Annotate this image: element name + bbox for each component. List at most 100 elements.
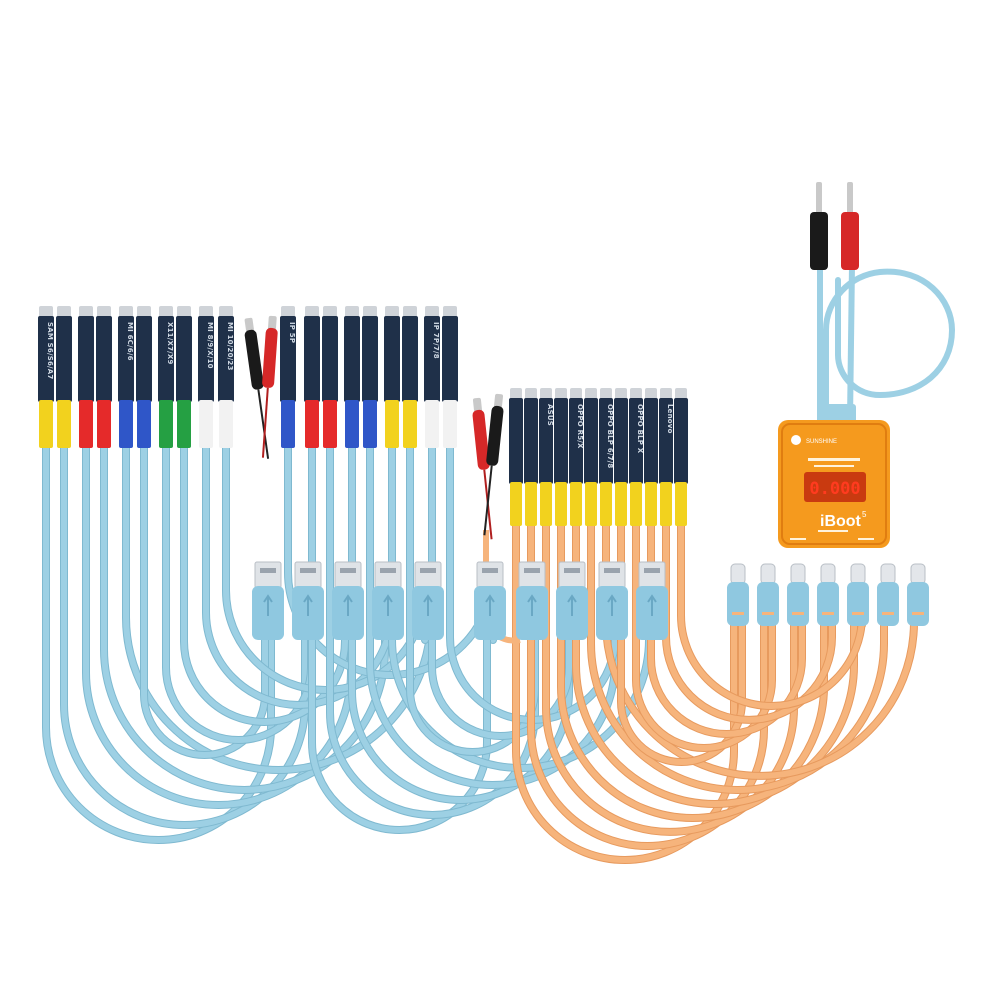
box-display — [804, 472, 866, 502]
blue-cable — [203, 445, 394, 708]
usb-a-plug — [294, 561, 322, 589]
orange-cable — [618, 522, 745, 765]
flex-label: MI 6C/6/6 — [126, 322, 134, 361]
usb-a-connector — [596, 561, 628, 640]
sleeve-white — [425, 400, 439, 448]
clip-jaw — [268, 315, 277, 331]
sleeve-white — [199, 400, 213, 448]
usb-a-slot — [340, 568, 356, 573]
usb-c-connector — [757, 563, 779, 626]
usb-c-connector — [847, 563, 869, 626]
flex-tip — [443, 306, 457, 318]
flex-tip — [675, 388, 687, 400]
flex-board — [584, 398, 598, 484]
flex-tip — [57, 306, 71, 318]
alligator-clip-black — [483, 393, 504, 536]
usb-a-connector — [556, 561, 588, 640]
flex-tip — [660, 388, 672, 400]
flex-tip — [281, 306, 295, 318]
flex-label: OPPO BLP 6/7/8 — [606, 404, 614, 469]
flex-tip — [525, 388, 537, 400]
usb-a-plug — [598, 561, 626, 589]
sleeve-red — [323, 400, 337, 448]
flex-board — [218, 316, 234, 402]
flex-board — [384, 316, 400, 402]
sleeve-yellow — [585, 482, 597, 526]
clip-jaw — [494, 393, 504, 409]
power-box: SUNSHINE 0.000 iBoot 5 — [778, 182, 956, 548]
usb-c-connector — [877, 563, 899, 626]
usb-c-connector — [817, 563, 839, 626]
flex-tip — [79, 306, 93, 318]
flex-board — [614, 398, 628, 484]
flex-board — [442, 316, 458, 402]
orange-cable — [513, 522, 737, 863]
clip-boot — [244, 329, 264, 390]
flex-tip — [177, 306, 191, 318]
flex-board — [78, 316, 94, 402]
usb-c-plug — [820, 563, 836, 585]
usb-c-plug — [910, 563, 926, 585]
usb-c-plug — [880, 563, 896, 585]
usb-a-connector — [636, 561, 668, 640]
flex-tip — [585, 388, 597, 400]
usb-a-slot — [564, 568, 580, 573]
flex-tip — [403, 306, 417, 318]
flex-tip — [425, 306, 439, 318]
clip-jaw — [244, 317, 254, 333]
sleeve-red — [97, 400, 111, 448]
sleeve-green — [159, 400, 173, 448]
blue-cable — [181, 445, 348, 725]
flex-tip — [137, 306, 151, 318]
usb-a-plug — [558, 561, 586, 589]
usb-a-connector — [252, 561, 284, 640]
flex-tip — [615, 388, 627, 400]
flex-label: IP 7P/7/8 — [432, 322, 440, 359]
flex-tip — [97, 306, 111, 318]
usb-a-plug — [374, 561, 402, 589]
flex-board — [56, 316, 72, 402]
box-brand: SUNSHINE — [806, 439, 837, 445]
usb-a-connector — [292, 561, 324, 640]
flex-tip — [600, 388, 612, 400]
flex-label: MI 8/9/X/10 — [206, 322, 214, 369]
sleeve-red — [305, 400, 319, 448]
flex-board — [176, 316, 192, 402]
usb-a-slot — [380, 568, 396, 573]
usb-c-plug — [730, 563, 746, 585]
usb-icon — [383, 594, 393, 616]
usb-icon — [343, 594, 353, 616]
usb-icon — [647, 594, 657, 616]
usb-a-slot — [300, 568, 316, 573]
sleeve-blue — [137, 400, 151, 448]
box-display-readout: 0.000 — [809, 479, 860, 499]
usb-c-band — [792, 612, 804, 615]
flex-label: IP 5P — [288, 322, 296, 343]
clip-wire — [257, 389, 270, 459]
flex-tip — [363, 306, 377, 318]
usb-c-connector — [727, 563, 749, 626]
usb-c-band — [852, 612, 864, 615]
alligator-clip-black — [244, 317, 270, 459]
flex-board — [344, 316, 360, 402]
sleeve-blue — [119, 400, 133, 448]
flex-board — [136, 316, 152, 402]
flex-tip — [540, 388, 552, 400]
usb-icon — [607, 594, 617, 616]
cable-arcs — [42, 444, 918, 864]
usb-c-band — [912, 612, 924, 615]
usb-icon — [527, 594, 537, 616]
orange-cable — [573, 522, 857, 807]
sleeve-yellow — [540, 482, 552, 526]
flex-tip — [570, 388, 582, 400]
usb-icon — [263, 594, 273, 616]
flex-board — [424, 316, 440, 402]
usb-a-plug — [476, 561, 504, 589]
flex-board — [644, 398, 658, 484]
sleeve-yellow — [660, 482, 672, 526]
usb-a-plug — [518, 561, 546, 589]
flex-tip — [645, 388, 657, 400]
sleeve-yellow — [57, 400, 71, 448]
